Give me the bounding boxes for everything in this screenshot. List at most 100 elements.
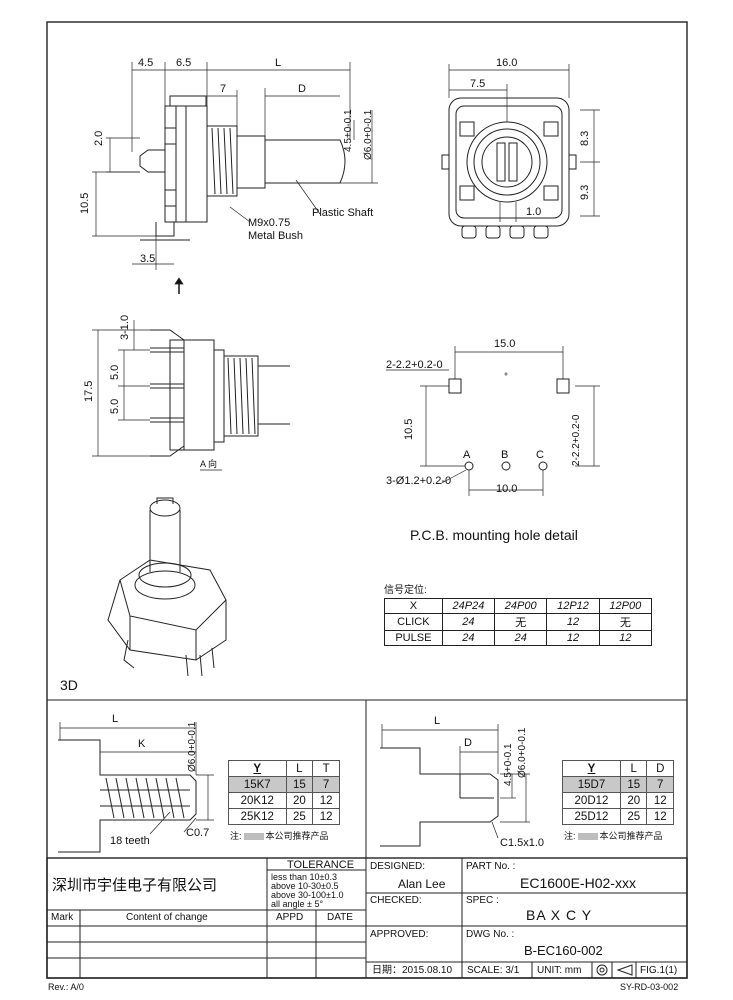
dwg-no-label: DWG No. : (466, 929, 515, 940)
knurl-dim-K: K (138, 738, 146, 750)
note-text: 本公司推荐产品 (265, 831, 329, 841)
recommended-swatch (243, 833, 264, 841)
col-date: DATE (327, 912, 353, 923)
col-appd: APPD (276, 912, 304, 923)
checked-label: CHECKED: (370, 895, 422, 906)
note-prefix: 注: (564, 831, 576, 841)
label-c0-7: C0.7 (186, 827, 210, 839)
table-cell: 12 (646, 808, 674, 825)
encoder-3d-view (107, 497, 227, 677)
table-cell: 20 (619, 792, 648, 809)
approved-label: APPROVED: (370, 929, 429, 940)
col-mark: Mark (51, 912, 74, 923)
dcut-dim-diameter: Ø6.0+0-0.1 (517, 727, 528, 778)
dim-5-0-lower: 5.0 (109, 398, 121, 414)
table-row: 15K7 15 7 (228, 776, 340, 793)
knurl-dimension-lines (59, 722, 214, 835)
dim-7-5: 7.5 (470, 78, 486, 90)
label-plastic-shaft: Plastic Shaft (312, 207, 374, 219)
knurl-table-note: 注: 本公司推荐产品 (230, 832, 329, 841)
table-cell: 无 (494, 613, 548, 631)
label-metal-bush: Metal Bush (248, 230, 304, 242)
label-c1-5: C1.5x1.0 (500, 837, 545, 849)
dim-hole-10: 10.0 (496, 483, 518, 495)
table-cell: L (285, 760, 314, 777)
table-cell: 24 (494, 630, 548, 646)
part-no-value: EC1600E-H02-xxx (520, 875, 636, 891)
d-cut-dimension-lines (381, 724, 530, 839)
table-cell: 24 (441, 613, 496, 631)
dim-17-5: 17.5 (83, 380, 95, 402)
signal-table-caption: 信号定位: (384, 585, 427, 596)
table-cell: 15 (285, 776, 314, 793)
tolerance-line-3: above 30-100±1.0 (271, 890, 344, 900)
label-m9-thread: M9x0.75 (248, 217, 291, 229)
signal-position-table: X 24P24 24P00 12P12 12P00 CLICK 24 无 12 … (384, 598, 653, 646)
tolerance-line-2: above 10-30±0.5 (271, 881, 339, 891)
side-view-dimension-lines (92, 62, 378, 294)
dim-16-0: 16.0 (496, 57, 518, 69)
dim-L: L (275, 57, 282, 69)
table-cell: 12 (598, 630, 653, 646)
table-cell: 7 (312, 776, 340, 793)
dim-hole-15: 15.0 (494, 338, 516, 350)
pin-label-b: B (501, 449, 509, 461)
part-no-label: PART No. : (466, 861, 516, 872)
document-number: SY-RD-03-002 (620, 982, 679, 992)
dim-hole-2-2: 2-2.2+0.2-0 (386, 359, 443, 371)
dim-5-0-upper: 5.0 (109, 364, 121, 380)
table-row: PULSE 24 24 12 12 (384, 630, 653, 646)
front-view-dimension-lines (448, 64, 600, 222)
table-cell: T (312, 760, 340, 777)
dim-1-0: 1.0 (526, 206, 542, 218)
knurl-type-table: Y L T 15K7 15 7 20K12 20 12 25K12 25 12 (228, 760, 340, 825)
table-cell: 24P00 (494, 598, 548, 614)
drawing-unit: UNIT: mm (537, 965, 582, 976)
table-cell: 无 (598, 613, 653, 631)
dim-2-0: 2.0 (93, 130, 105, 146)
encoder-front-view (441, 97, 577, 239)
spec-value: BA X C Y (526, 907, 593, 923)
pin-label-c: C (536, 449, 544, 461)
d-cut-type-table: Y L D 15D7 15 7 20D12 20 12 25D12 25 12 (562, 760, 674, 825)
knurl-dim-L: L (112, 713, 119, 725)
designed-value: Alan Lee (398, 877, 446, 891)
dcut-dim-D: D (464, 737, 472, 749)
dim-9-3: 9.3 (579, 184, 591, 200)
label-18-teeth: 18 teeth (110, 835, 150, 847)
dim-shaft-diameter: Ø6.0+0-0.1 (363, 109, 374, 160)
pin-label-a: A (463, 449, 471, 461)
table-cell: 15K7 (228, 776, 287, 793)
dim-4-5: 4.5 (138, 57, 154, 69)
table-row: X 24P24 24P00 12P12 12P00 (384, 598, 653, 614)
table-cell: 12P00 (598, 598, 653, 614)
dim-hole-10-5: 10.5 (403, 418, 415, 440)
note-prefix: 注: (230, 831, 242, 841)
dim-6-5: 6.5 (176, 57, 192, 69)
table-row: 15D7 15 7 (562, 776, 674, 793)
table-cell: 20 (285, 792, 314, 809)
note-text: 本公司推荐产品 (599, 831, 663, 841)
company-name: 深圳市宇佳电子有限公司 (52, 876, 218, 894)
dim-10-5: 10.5 (79, 192, 91, 214)
table-row: 20K12 20 12 (228, 792, 340, 809)
table-cell: 12 (312, 792, 340, 809)
table-cell: 24P24 (441, 598, 496, 614)
recommended-swatch (577, 833, 598, 841)
d-cut-table-note: 注: 本公司推荐产品 (564, 832, 663, 841)
table-cell: 25 (619, 808, 648, 825)
tolerance-title: TOLERANCE (287, 859, 355, 871)
table-cell: 25 (285, 808, 314, 825)
table-cell: 24 (441, 630, 496, 646)
table-cell: 20D12 (562, 792, 621, 809)
dwg-no-value: B-EC160-002 (524, 943, 603, 958)
table-cell: 7 (646, 776, 674, 793)
encoder-side-view (139, 95, 346, 241)
table-row: Y L D (562, 760, 674, 777)
table-cell: 12 (312, 808, 340, 825)
table-cell: L (619, 760, 648, 777)
table-cell: 25D12 (562, 808, 621, 825)
table-cell: 25K12 (228, 808, 287, 825)
table-cell: 20K12 (228, 792, 287, 809)
d-cut-shaft-view (380, 747, 499, 847)
